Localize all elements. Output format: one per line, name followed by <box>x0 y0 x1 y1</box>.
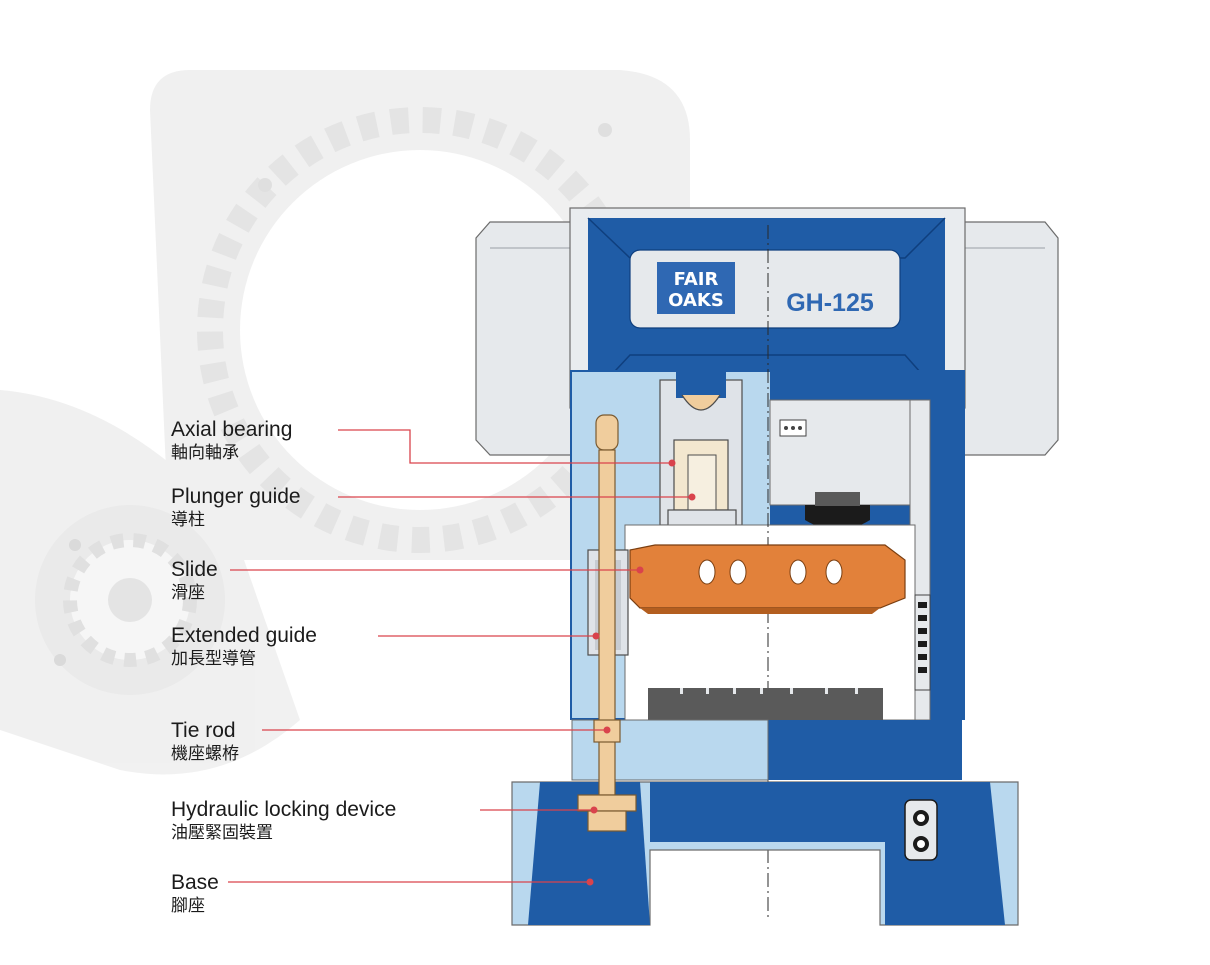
callout-axial-bearing: Axial bearing 軸向軸承 <box>171 418 292 464</box>
right-side-cover <box>961 221 1059 456</box>
leader-dots <box>586 459 696 886</box>
callout-en: Slide <box>171 558 218 581</box>
tie-rod <box>577 414 637 832</box>
leader-lines <box>228 429 692 883</box>
callout-extended-guide: Extended guide 加長型導管 <box>171 624 317 670</box>
bolster <box>648 688 883 720</box>
callout-slide: Slide 滑座 <box>171 558 218 604</box>
fair-oaks-logo: FAIR OAKS <box>657 262 735 314</box>
model-number: GH-125 <box>786 289 874 317</box>
base-inspection-port <box>904 799 938 861</box>
callout-tie-rod: Tie rod 機座螺栫 <box>171 719 239 765</box>
callout-zh: 滑座 <box>171 583 205 603</box>
leader-axial-bearing <box>338 429 672 464</box>
callout-en: Tie rod <box>171 719 236 742</box>
callout-zh: 腳座 <box>171 896 205 916</box>
callout-zh: 加長型導管 <box>171 649 256 669</box>
callout-en: Axial bearing <box>171 418 293 441</box>
callout-zh: 機座螺栫 <box>171 744 239 764</box>
logo-line2: OAKS <box>668 290 724 311</box>
callout-hydraulic-locking-device: Hydraulic locking device 油壓緊固裝置 <box>171 798 396 844</box>
callout-base: Base 腳座 <box>171 871 219 917</box>
callout-en: Hydraulic locking device <box>171 798 397 821</box>
callout-plunger-guide: Plunger guide 導柱 <box>171 485 301 531</box>
callout-zh: 油壓緊固裝置 <box>171 823 273 843</box>
callout-en: Extended guide <box>171 624 317 647</box>
callout-zh: 軸向軸承 <box>171 443 239 463</box>
logo-line1: FAIR <box>674 269 719 290</box>
callout-en: Base <box>171 871 219 894</box>
callout-en: Plunger guide <box>171 485 301 508</box>
slide-block <box>629 544 906 614</box>
left-side-cover <box>475 221 573 456</box>
drive-pulley <box>805 505 870 530</box>
callout-zh: 導柱 <box>171 510 205 530</box>
